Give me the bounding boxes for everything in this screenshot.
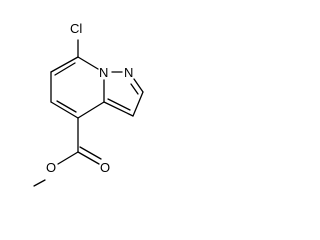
bond-c7-c6 [50,56,79,73]
bond-n-c2 [133,78,144,93]
atom-label-chlorine: Cl [70,21,82,36]
atom-label-o-carbonyl: O [100,160,110,175]
bond-carbonyl-o [77,151,100,165]
bond-c7-c6-inner [54,62,76,76]
bond-c4-c3a [77,101,105,119]
bond-carbonyl-o-ester [57,151,79,165]
atom-label-n-bridge: N [99,65,108,80]
bond-n-bridge-c7 [77,56,99,70]
chemical-structure-diagram: Cl N N O O [33,21,144,187]
bonds [33,39,144,187]
bond-c2-c3 [132,91,144,117]
bond-c3-c3a [103,101,134,117]
bond-c3-c3a-inner [107,98,131,111]
atom-label-o-ester: O [46,160,56,175]
bond-c5-c4-inner [56,100,77,113]
atom-labels: Cl N N O O [46,21,133,175]
bond-carbonyl-o-inner [79,146,102,160]
bond-n-c2-inner [130,83,139,95]
atom-label-n-ring: N [124,65,133,80]
bond-o-methyl [33,179,46,187]
bond-c5-c4 [50,101,79,119]
